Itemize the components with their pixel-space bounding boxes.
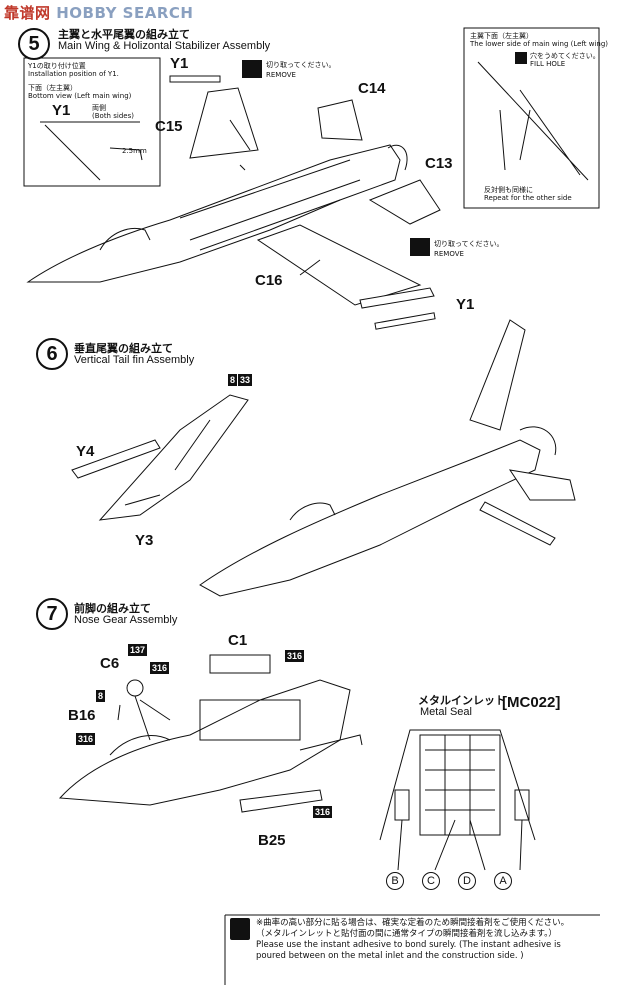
- watermark-en: HOBBY SEARCH: [56, 4, 194, 22]
- color-badge: 316: [150, 662, 170, 674]
- lower-wing-jp: 主翼下面（左主翼）: [470, 32, 533, 40]
- glue-icon: [230, 918, 250, 940]
- seal-marker: B: [386, 872, 404, 890]
- step6-title-en: Vertical Tail fin Assembly: [74, 354, 195, 366]
- part-label-c6: C6: [100, 655, 120, 672]
- step5-title-jp: 主翼と水平尾翼の組み立て: [58, 28, 190, 41]
- part-label-y1-detail: Y1: [52, 102, 71, 119]
- footer-note-jp1: ※曲率の高い部分に貼る場合は、確実な定着のため瞬間接着剤をご使用ください。: [256, 918, 570, 928]
- y1-detail-box: [23, 57, 161, 187]
- part-label-b16: B16: [68, 707, 96, 724]
- bottom-view-jp: 下面（左主翼）: [28, 84, 77, 92]
- part-label-c1: C1: [228, 632, 248, 649]
- part-label-y1-bottom: Y1: [456, 296, 475, 313]
- repeat-jp: 反対側も同様に: [484, 186, 533, 194]
- fill-hole-en: FILL HOLE: [530, 60, 566, 68]
- part-label-c13: C13: [425, 155, 453, 172]
- seal-marker: A: [494, 872, 512, 890]
- footer-note: ※曲率の高い部分に貼る場合は、確実な定着のため瞬間接着剤をご使用ください。 （メ…: [256, 918, 606, 962]
- seal-markers: B C D A: [386, 872, 512, 890]
- metal-seal-drawing: [379, 729, 536, 871]
- watermark: 靠谱网 HOBBY SEARCH: [4, 2, 193, 23]
- remove-top-en: REMOVE: [266, 71, 296, 79]
- part-label-b25: B25: [258, 832, 286, 849]
- footer-note-en2: poured between on the metal inlet and th…: [256, 951, 524, 961]
- part-label-y4: Y4: [76, 443, 95, 460]
- part-label-c14: C14: [358, 80, 386, 97]
- fill-hole-box: [463, 27, 600, 209]
- step6-title-jp: 垂直尾翼の組み立て: [74, 342, 173, 355]
- cut-icon: [242, 60, 262, 78]
- step7-title-jp: 前脚の組み立て: [74, 602, 151, 615]
- step6-number: 6: [36, 338, 68, 370]
- color-badge: 316: [313, 806, 333, 818]
- step5-aircraft: [26, 75, 441, 330]
- metal-seal-code: [MC022]: [502, 694, 561, 711]
- color-badge: 8: [96, 690, 106, 702]
- fill-hole-jp: 穴をうめてください。: [530, 52, 600, 60]
- fill-hole-icon: [515, 52, 527, 64]
- color-badge: 316: [285, 650, 305, 662]
- color-badges-step6: 8 33: [228, 374, 253, 386]
- footer-note-jp2: （メタルインレットと貼付面の間に通常タイプの瞬間接着剤を流し込みます。）: [256, 929, 557, 939]
- color-badge: 8: [228, 374, 238, 386]
- metal-seal-en: Metal Seal: [420, 706, 472, 718]
- repeat-en: Repeat for the other side: [484, 194, 572, 202]
- step7-number: 7: [36, 598, 68, 630]
- y1-position-jp: Y1の取り付け位置: [28, 62, 86, 70]
- color-badge: 33: [238, 374, 253, 386]
- y1-position-en: Installation position of Y1.: [28, 70, 119, 78]
- metal-seal-jp: メタルインレット: [418, 694, 506, 707]
- both-sides-jp: 両側: [92, 104, 106, 112]
- remove-top-jp: 切り取ってください。: [266, 61, 336, 69]
- seal-marker: C: [422, 872, 440, 890]
- part-label-c16: C16: [255, 272, 283, 289]
- lower-wing-en: The lower side of main wing (Left wing): [470, 40, 609, 48]
- step6-aircraft: [71, 319, 576, 597]
- footer-note-en1: Please use the instant adhesive to bond …: [256, 940, 561, 950]
- dimension-label: 2.5mm: [122, 147, 147, 155]
- seal-marker: D: [458, 872, 476, 890]
- part-label-y1-top: Y1: [170, 55, 189, 72]
- color-badge: 316: [76, 733, 96, 745]
- step7-title-en: Nose Gear Assembly: [74, 614, 178, 626]
- step7-aircraft: [58, 654, 363, 813]
- both-sides-en: (Both sides): [92, 112, 134, 120]
- step5-number: 5: [18, 28, 50, 60]
- cut-icon: [410, 238, 430, 256]
- remove-bottom-en: REMOVE: [434, 250, 464, 258]
- color-badge: 137: [128, 644, 148, 656]
- part-label-c15: C15: [155, 118, 183, 135]
- part-label-y3: Y3: [135, 532, 154, 549]
- bottom-view-en: Bottom view (Left main wing): [28, 92, 132, 100]
- watermark-cn: 靠谱网: [4, 4, 51, 22]
- remove-bottom-jp: 切り取ってください。: [434, 240, 504, 248]
- step5-title-en: Main Wing & Holizontal Stabilizer Assemb…: [58, 40, 271, 52]
